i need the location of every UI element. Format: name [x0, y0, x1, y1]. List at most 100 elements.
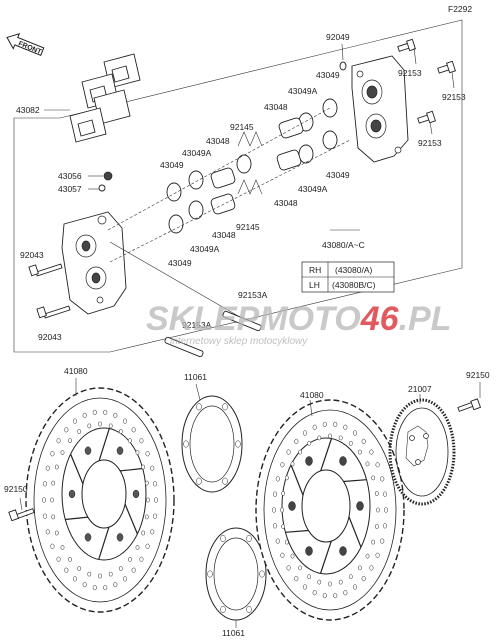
- caliper-bolt-2: [437, 60, 456, 74]
- disc-hole: [54, 530, 59, 536]
- disc-hole: [122, 576, 128, 582]
- disc-hole: [317, 435, 322, 441]
- label-41080-a: 41080: [64, 366, 88, 376]
- label-21007: 21007: [408, 384, 432, 394]
- disc-hole: [294, 438, 299, 444]
- disc-hole: [275, 476, 280, 482]
- disc-hole: [376, 507, 380, 513]
- disc-hole: [271, 507, 277, 513]
- disc-hole: [298, 565, 302, 571]
- disc-spoke: [319, 540, 332, 574]
- disc-spoke: [98, 527, 110, 560]
- disc-hole: [281, 491, 286, 496]
- disc-spoke: [124, 503, 138, 535]
- table-part-lh: (43080B/C): [332, 280, 376, 290]
- label-43082: 43082: [16, 105, 40, 115]
- disc-hole: [82, 582, 87, 588]
- label-43049-a: 43049: [316, 70, 340, 80]
- disc-hole: [113, 582, 118, 588]
- disc-spoke: [285, 529, 309, 533]
- label-43080: 43080/A~C: [322, 240, 365, 250]
- disc-hole: [135, 545, 140, 550]
- disc-hole: [369, 449, 374, 455]
- disc-hole: [118, 429, 123, 434]
- disc-hole: [135, 450, 140, 455]
- disc-hole: [50, 451, 55, 457]
- caliper-bolt-1: [397, 38, 416, 52]
- disc-hole: [45, 529, 50, 535]
- label-92150-a: 92150: [4, 484, 28, 494]
- disc-hole: [122, 418, 128, 424]
- disc-hole: [305, 546, 313, 556]
- disc-hole: [286, 565, 291, 571]
- disc-hole: [339, 456, 347, 466]
- label-92150-b: 92150: [466, 370, 490, 380]
- label-43049-b: 43049: [326, 170, 350, 180]
- disc-hole: [302, 430, 308, 436]
- disc-hole: [284, 539, 289, 545]
- disc-hole: [56, 556, 61, 562]
- disc-spoke: [290, 464, 304, 496]
- disc-hole: [72, 418, 78, 424]
- disc-spoke: [65, 516, 88, 521]
- watermark: SKLEPMOTO46.PL internetowy sklep motocyk…: [146, 300, 451, 347]
- disc-hole: [222, 403, 228, 411]
- disc-hole: [139, 438, 144, 444]
- disc-hole: [116, 446, 124, 455]
- disc-hole: [41, 497, 47, 503]
- disc-hole: [196, 403, 202, 411]
- disc-hole: [375, 552, 380, 558]
- disc-hole: [375, 462, 380, 468]
- disc-hole: [131, 427, 136, 433]
- disc-hole: [152, 481, 158, 487]
- disc-hole: [286, 449, 291, 455]
- disc-hole: [290, 553, 295, 559]
- disc-hole: [305, 456, 313, 466]
- disc-hole: [294, 576, 299, 582]
- disc-spoke: [70, 453, 84, 485]
- disc-hole: [50, 497, 54, 503]
- disc-hole: [98, 573, 102, 579]
- disc-hole: [144, 514, 149, 520]
- disc-hole: [183, 440, 189, 448]
- disc-hole: [153, 497, 159, 503]
- disc-spoke: [98, 428, 110, 461]
- disc-spoke: [120, 467, 143, 472]
- disc-hole: [348, 574, 353, 580]
- label-43048-a: 43048: [264, 102, 288, 112]
- label-92145-b: 92145: [236, 222, 260, 232]
- disc-hole: [280, 462, 285, 468]
- disc-hole: [139, 556, 144, 562]
- disc-hole: [128, 557, 132, 562]
- disc-hole: [365, 461, 370, 467]
- disc-hole: [371, 475, 376, 481]
- disc-hole: [246, 535, 252, 542]
- disc-hole: [307, 574, 312, 580]
- disc-hole: [338, 435, 343, 441]
- disc-hole: [103, 409, 108, 415]
- abs-sensor-ring: [388, 398, 456, 506]
- disc-hole: [220, 535, 226, 542]
- disc-hole: [56, 438, 61, 444]
- disc-hole: [380, 538, 385, 544]
- disc-hole: [103, 585, 108, 591]
- disc-hole: [281, 524, 286, 529]
- label-92043-b: 92043: [38, 332, 62, 342]
- disc-hole: [141, 530, 146, 536]
- disc-hole: [145, 543, 150, 549]
- disc-hole: [51, 480, 56, 486]
- disc-hole: [352, 584, 358, 590]
- disc-hole: [333, 421, 338, 427]
- disc-hole: [144, 480, 149, 486]
- disc-hole: [82, 412, 87, 418]
- disc-hole: [382, 523, 388, 529]
- svg-text:SKLEPMOTO46.PL: SKLEPMOTO46.PL: [146, 300, 451, 338]
- disc-hole: [92, 585, 97, 591]
- disc-hole: [196, 477, 202, 485]
- disc-hole: [361, 576, 366, 582]
- disc-hole: [356, 501, 364, 511]
- disc-hole: [45, 465, 50, 471]
- spring-clip-upper: [237, 131, 263, 147]
